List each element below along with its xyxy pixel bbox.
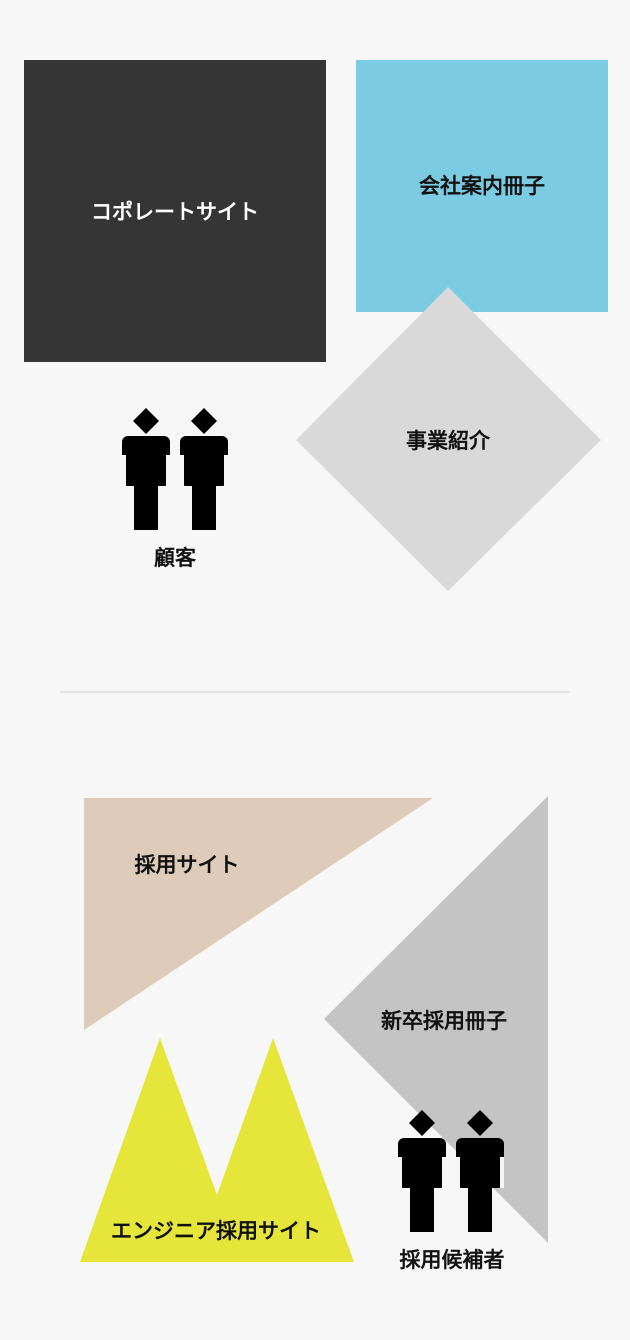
company-brochure-block: [356, 60, 608, 312]
business-intro-label: 事業紹介: [406, 428, 490, 453]
new-grad-brochure-triangle: [324, 796, 548, 1243]
recruit-site-label: 採用サイト: [134, 852, 240, 877]
candidates-people-icon: [398, 1110, 504, 1232]
candidates-label: 採用候補者: [399, 1247, 505, 1272]
customers-people-icon: [122, 408, 228, 530]
engineer-recruit-mountains: [80, 1038, 354, 1262]
corporate-site-label: コポレートサイト: [91, 199, 259, 224]
corporate-site-block: [24, 60, 326, 362]
recruit-site-triangle: [84, 798, 433, 1030]
engineer-recruit-site-label: エンジニア採用サイト: [111, 1218, 321, 1243]
business-intro-diamond: [296, 287, 601, 591]
new-grad-brochure-label: 新卒採用冊子: [381, 1008, 507, 1033]
customers-label: 顧客: [154, 545, 196, 570]
company-brochure-label: 会社案内冊子: [419, 173, 545, 198]
